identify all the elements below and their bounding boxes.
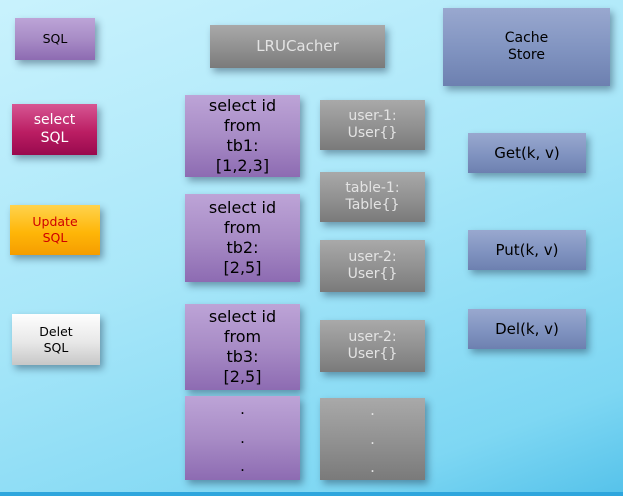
get-operation-box: Get(k, v) [468, 133, 586, 173]
del-operation-box: Del(k, v) [468, 309, 586, 349]
delete-sql-box: Delet SQL [12, 314, 100, 365]
put-operation-box: Put(k, v) [468, 230, 586, 270]
cache-entry-user2b: user-2: User{} [320, 320, 425, 372]
cache-store-box: Cache Store [443, 8, 610, 86]
cache-entry-user1: user-1: User{} [320, 100, 425, 150]
query-box-tb3: select id from tb3: [2,5] [185, 304, 300, 390]
query-box-tb1: select id from tb1: [1,2,3] [185, 95, 300, 177]
update-sql-box: Update SQL [10, 205, 100, 255]
cache-entry-user2a: user-2: User{} [320, 240, 425, 292]
cache-entry-ellipsis: . . . [320, 398, 425, 480]
sql-box: SQL [15, 18, 95, 60]
select-sql-box: select SQL [12, 104, 97, 155]
query-box-tb2: select id from tb2: [2,5] [185, 194, 300, 282]
lru-cacher-box: LRUCacher [210, 25, 385, 68]
query-box-ellipsis: . . . [185, 396, 300, 480]
cache-entry-table1: table-1: Table{} [320, 172, 425, 222]
